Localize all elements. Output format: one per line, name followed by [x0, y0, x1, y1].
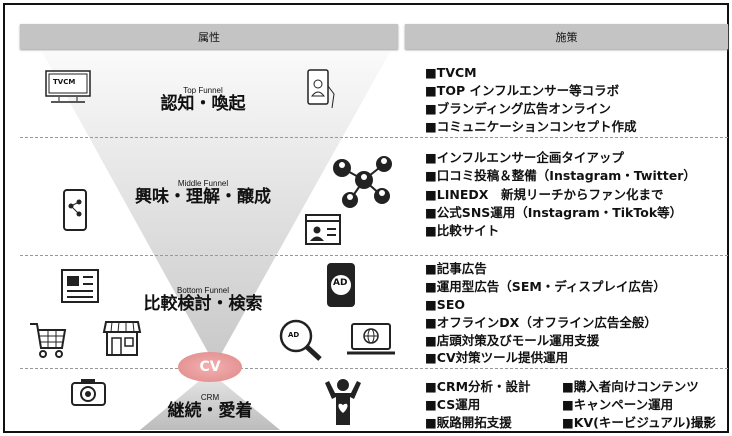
measure-item: ■口コミ投稿＆整備（Instagram・Twitter） [425, 168, 696, 183]
header-attribute: 属性 [20, 24, 398, 49]
divider [20, 255, 728, 256]
measure-item: ■キャンペーン運用 [562, 397, 674, 412]
measure-item: ■KV(キービジュアル)撮影 [562, 415, 716, 430]
measure-item: ■TOP インフルエンサー等コラボ [425, 83, 620, 98]
divider [20, 137, 728, 138]
tv-icon: TVCM [45, 70, 95, 108]
measure-item: ■ブランディング広告オンライン [425, 101, 611, 116]
measure-item: ■販路開拓支援 [425, 415, 512, 430]
smartphone-ad-icon: AD [325, 262, 361, 312]
measure-item: ■記事広告 [425, 261, 487, 276]
laptop-web-icon [345, 322, 397, 362]
person-heart-icon [322, 377, 364, 431]
newspaper-icon [60, 268, 102, 310]
camera-icon [70, 377, 108, 411]
measure-item: ■オフラインDX（オフライン広告全般） [425, 315, 657, 330]
divider [20, 368, 728, 369]
measure-item: ■比較サイト [425, 223, 500, 238]
header-measures: 施策 [405, 24, 728, 49]
measure-item: ■CV対策ツール提供運用 [425, 350, 569, 365]
measure-item: ■LINEDX 新規リーチからファン化まで [425, 187, 664, 202]
funnel-triangle [42, 52, 390, 365]
cv-badge: CV [178, 352, 242, 382]
measure-item: ■SEO [425, 297, 465, 312]
measure-item: ■コミュニケーションコンセプト作成 [425, 119, 637, 134]
measure-item: ■公式SNS運用（Instagram・TikTok等） [425, 205, 683, 220]
ad-magnifier-icon: AD [278, 318, 324, 366]
measure-item: ■CRM分析・設計 [425, 379, 531, 394]
measure-item: ■インフルエンサー企画タイアップ [425, 150, 624, 165]
crm-triangle [140, 372, 280, 430]
network-people-icon [330, 150, 396, 216]
measure-item: ■TVCM [425, 65, 477, 80]
shopping-cart-icon [28, 320, 68, 364]
measure-item: ■購入者向けコンテンツ [562, 379, 699, 394]
smartphone-share-icon [62, 188, 90, 236]
measure-item: ■店頭対策及びモール運用支援 [425, 333, 600, 348]
store-icon [102, 320, 142, 362]
measure-item: ■運用型広告（SEM・ディスプレイ広告） [425, 279, 666, 294]
profile-card-icon [305, 214, 341, 250]
measure-item: ■CS運用 [425, 397, 481, 412]
smartphone-user-icon [306, 66, 338, 116]
frame [3, 3, 729, 433]
